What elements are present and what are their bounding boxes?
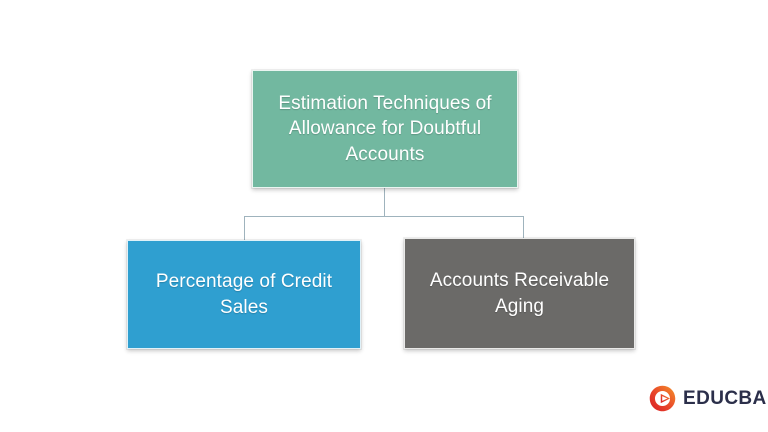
diagram-node-accounts-receivable-aging: Accounts Receivable Aging [404, 238, 635, 349]
diagram-node-root: Estimation Techniques of Allowance for D… [252, 70, 518, 188]
diagram-node-accounts-receivable-aging-label: Accounts Receivable Aging [429, 270, 610, 317]
connector-root-stem [384, 188, 385, 217]
educba-logo: EDUCBA [648, 384, 767, 413]
connector-drop-right [523, 216, 524, 239]
diagram-node-root-label: Estimation Techniques of Allowance for D… [278, 93, 492, 165]
diagram-node-percentage-of-credit-sales-label: Percentage of Credit Sales [155, 271, 333, 318]
educba-wordmark: EDUCBA [683, 387, 767, 409]
connector-horizontal-bus [244, 216, 524, 217]
connector-drop-left [244, 216, 245, 241]
diagram-node-percentage-of-credit-sales: Percentage of Credit Sales [127, 240, 361, 349]
educba-swirl-logo-icon [649, 385, 676, 412]
